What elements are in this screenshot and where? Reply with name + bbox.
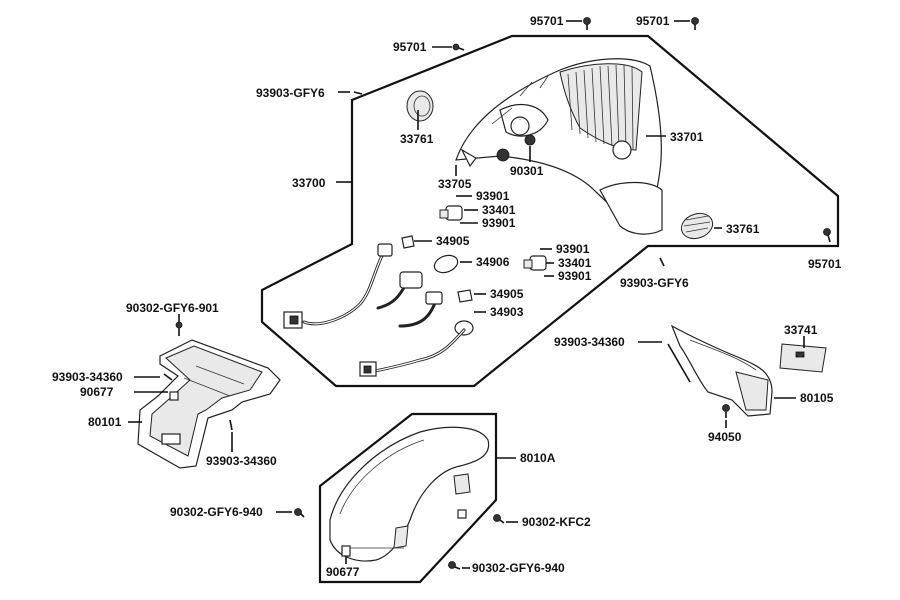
label-80101: 80101: [88, 415, 122, 429]
label-34903: 34903: [490, 305, 524, 319]
label-34905-upper: 34905: [436, 234, 470, 248]
screw-95701-top-right: [691, 17, 699, 30]
label-33401-a: 33401: [482, 203, 516, 217]
turn-signal-socket: [454, 320, 474, 336]
label-93901-d: 93901: [558, 269, 592, 283]
label-90677-left: 90677: [80, 385, 114, 399]
wiring-harness: [283, 243, 466, 377]
label-90302-gfy6-940-left: 90302-GFY6-940: [170, 505, 263, 519]
label-93903-gfy6-lower: 93903-GFY6: [620, 276, 689, 290]
label-93901-a: 93901: [476, 189, 510, 203]
rear-undercover: [137, 339, 281, 469]
screw-93903-gfy6-lower: [659, 257, 665, 267]
label-33761-left: 33761: [400, 132, 434, 146]
screw-90302-kfc2: [493, 514, 505, 524]
rear-fender-group-frame: [318, 412, 498, 584]
tail-light-housing: [455, 58, 663, 235]
label-94050: 94050: [708, 430, 742, 444]
part-labels: 95701 95701 95701 93903-GFY6 33761 33701…: [52, 14, 842, 579]
screw-95701-right: [823, 228, 831, 243]
label-33761-right: 33761: [726, 222, 760, 236]
label-95701-top-right: 95701: [636, 14, 670, 28]
nut-90301: [524, 134, 536, 146]
bulb-small-lower: [457, 289, 473, 303]
label-93903-34360-left: 93903-34360: [52, 370, 123, 384]
reflector-cap-left: [406, 90, 434, 122]
nut-94050: [722, 404, 730, 418]
screw-93903-34360-bracket: [667, 343, 691, 383]
label-80105: 80105: [800, 391, 834, 405]
label-93901-b: 93901: [482, 216, 516, 230]
label-90302-gfy6-940-bottom: 90302-GFY6-940: [472, 561, 565, 575]
screw-95701-upper: [452, 43, 465, 51]
screw-95701-top-left: [583, 17, 591, 30]
label-90302-kfc2: 90302-KFC2: [522, 515, 591, 529]
bulb-socket-lower: [523, 255, 547, 271]
tail-light-group-frame: [260, 34, 840, 388]
label-93903-gfy6-upper: 93903-GFY6: [256, 86, 325, 100]
label-33701: 33701: [670, 130, 704, 144]
label-33700: 33700: [292, 176, 326, 190]
screw-93903-gfy6-upper: [353, 91, 363, 95]
screw-90302-gfy6-940-bottom: [448, 561, 461, 570]
label-34906: 34906: [476, 255, 510, 269]
screw-93903-34360-right: [229, 419, 233, 431]
license-light-lens: [779, 343, 827, 373]
label-90301: 90301: [510, 164, 544, 178]
rear-fender: [329, 426, 490, 562]
license-plate-bracket: [670, 324, 773, 417]
leader-lines: [128, 20, 805, 569]
screw-90302-gfy6-901: [175, 321, 183, 336]
label-93901-c: 93901: [556, 242, 590, 256]
label-95701-top-left: 95701: [530, 14, 564, 28]
reflector-cap-right: [680, 212, 714, 240]
label-93903-34360-bracket: 93903-34360: [554, 335, 625, 349]
label-95701-right: 95701: [808, 257, 842, 271]
screw-93903-34360-left: [163, 373, 173, 381]
label-8010a: 8010A: [520, 451, 556, 465]
label-90302-gfy6-901: 90302-GFY6-901: [126, 301, 219, 315]
label-95701-upper: 95701: [393, 40, 427, 54]
screw-90302-gfy6-940-left: [294, 508, 305, 518]
clip-90677-left: [169, 391, 179, 401]
bulb-small-upper: [401, 235, 415, 249]
label-93903-34360-right: 93903-34360: [206, 454, 277, 468]
label-90677-bottom: 90677: [326, 565, 360, 579]
bulb-large: [433, 254, 459, 274]
label-34905-lower: 34905: [490, 287, 524, 301]
label-33741: 33741: [784, 323, 818, 337]
label-33401-b: 33401: [558, 256, 592, 270]
bulb-socket-upper: [439, 205, 463, 221]
label-33705: 33705: [438, 177, 472, 191]
